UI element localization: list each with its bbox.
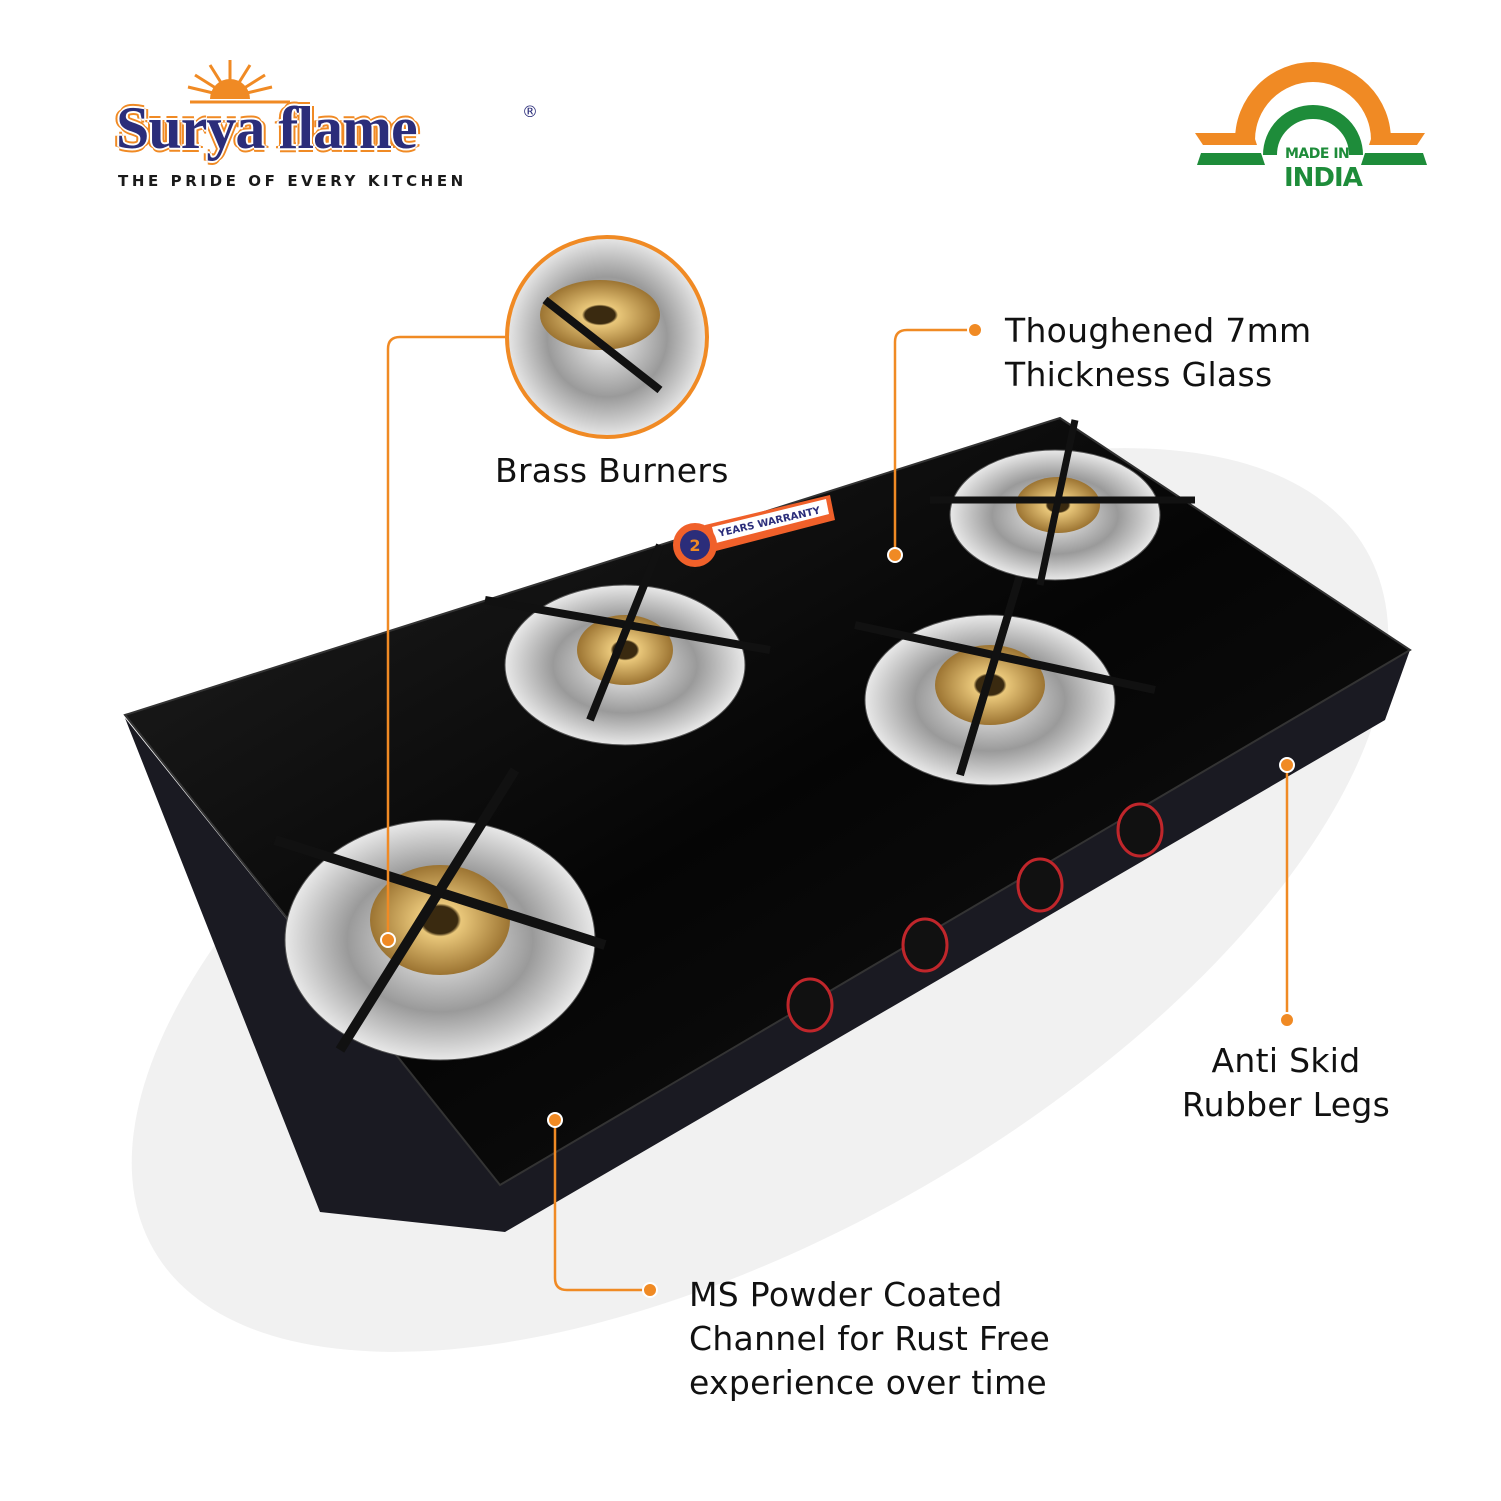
callout-channel-line2: Channel for Rust Free <box>689 1319 1051 1358</box>
warranty-years: 2 <box>689 536 700 555</box>
brand-name: Surya flame <box>116 95 418 161</box>
callout-legs-line1: Anti Skid <box>1211 1041 1361 1080</box>
brand-tagline: THE PRIDE OF EVERY KITCHEN <box>118 172 467 190</box>
sun-rays-icon <box>187 60 290 104</box>
badge-line2: INDIA <box>1284 163 1363 193</box>
burner-front-right <box>854 573 1156 786</box>
brand-logo: Surya flame ® THE PRIDE OF EVERY KITCHEN <box>110 55 540 195</box>
callout-dots <box>380 322 1295 1298</box>
burner-back-right <box>930 419 1195 586</box>
badge-line1: MADE IN <box>1285 146 1350 162</box>
registered-mark: ® <box>522 102 538 121</box>
callout-legs-line2: Rubber Legs <box>1181 1085 1391 1124</box>
brass-burner-closeup <box>505 235 709 439</box>
callout-brass-burners: Brass Burners <box>495 451 729 490</box>
callout-glass-line1: Thoughened 7mm <box>1005 311 1312 350</box>
control-knobs <box>786 802 1164 1033</box>
callout-channel-line1: MS Powder Coated <box>689 1275 1003 1314</box>
arch-icon <box>1195 62 1427 165</box>
burner-large <box>273 767 607 1061</box>
callout-channel-line3: experience over time <box>689 1363 1048 1402</box>
burner-back-left <box>484 543 771 746</box>
callout-lines <box>386 328 1289 1292</box>
callout-glass-line2: Thickness Glass <box>1005 355 1273 394</box>
made-in-india-badge: MADE IN INDIA <box>1195 45 1430 205</box>
